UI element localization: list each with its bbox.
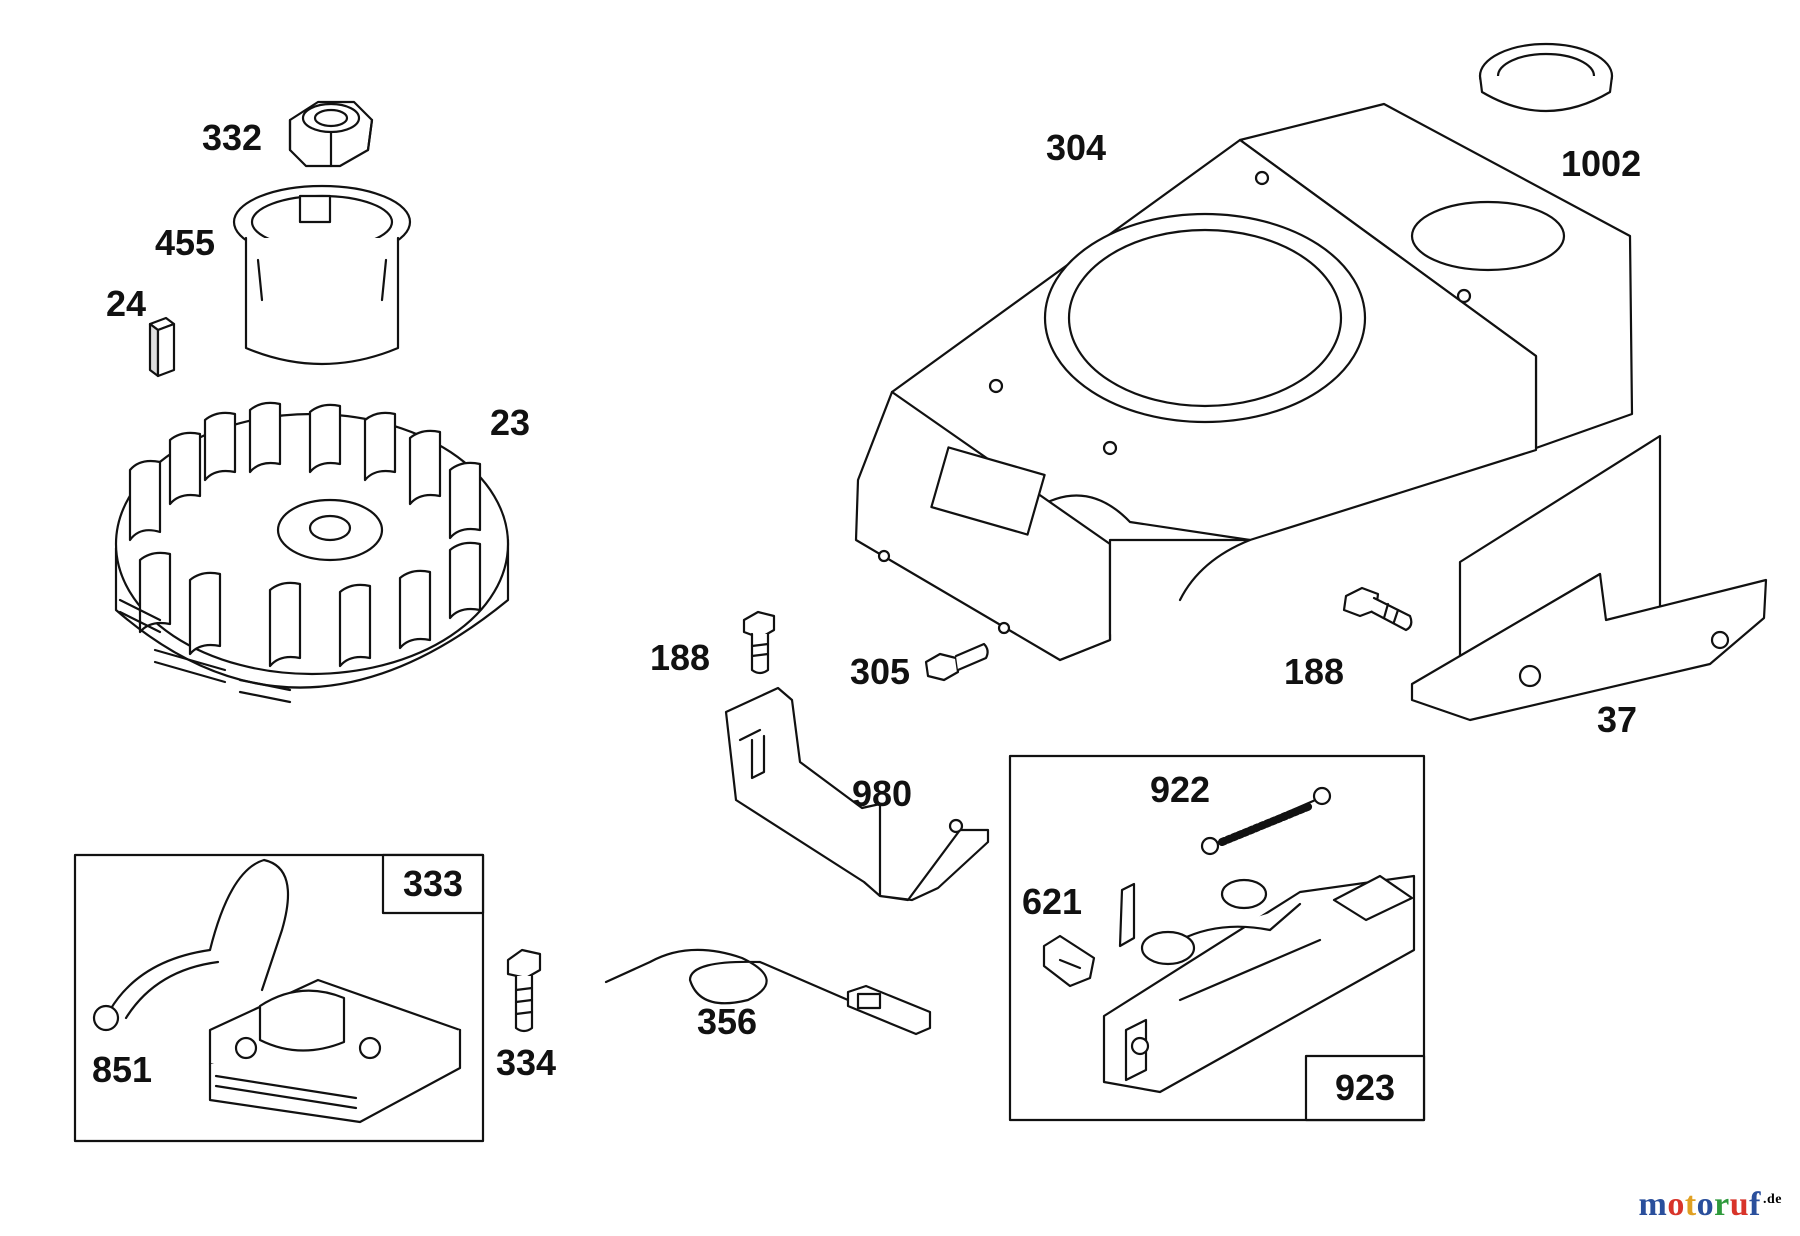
- label-1002: 1002: [1561, 143, 1642, 184]
- watermark-letter: f: [1749, 1186, 1761, 1223]
- label-333: 333: [402, 863, 464, 904]
- label-334: 334: [496, 1042, 557, 1083]
- flywheel-key-24: [148, 316, 176, 378]
- label-23: 23: [490, 402, 531, 443]
- label-851: 851: [92, 1049, 153, 1090]
- watermark-letter: m: [1638, 1186, 1668, 1223]
- starter-cup-455: [232, 184, 412, 366]
- clip-621: [1042, 934, 1096, 988]
- label-923: 923: [1334, 1067, 1396, 1108]
- watermark-letter: o: [1667, 1186, 1685, 1223]
- bracket-37: [1410, 434, 1768, 722]
- label-980: 980: [852, 773, 913, 814]
- bolt-188-left: [742, 610, 776, 675]
- bolt-188-right: [1342, 586, 1413, 632]
- label-304: 304: [1046, 127, 1107, 168]
- label-621: 621: [1022, 881, 1083, 922]
- bracket-980: [724, 686, 990, 902]
- label-37: 37: [1597, 699, 1638, 740]
- label-922: 922: [1150, 769, 1211, 810]
- label-305: 305: [850, 651, 911, 692]
- label-356: 356: [697, 1001, 758, 1042]
- ground-wire-356: [604, 948, 932, 1036]
- hex-nut-332: [288, 100, 374, 168]
- watermark-logo: motoruf.de: [1639, 1186, 1783, 1224]
- governor-box-923: [1008, 754, 1426, 1122]
- watermark-letter: u: [1729, 1186, 1750, 1223]
- watermark-letter: o: [1696, 1186, 1715, 1223]
- watermark-letter: t: [1684, 1186, 1697, 1223]
- watermark-suffix: .de: [1763, 1191, 1782, 1207]
- flywheel-23: [114, 401, 510, 704]
- label-188-left: 188: [650, 637, 711, 678]
- bolt-334: [506, 948, 542, 1033]
- screw-305: [924, 642, 989, 682]
- label-332: 332: [202, 117, 263, 158]
- grommet-1002: [1478, 42, 1614, 113]
- label-455: 455: [155, 222, 216, 263]
- armature-box-333: [73, 853, 485, 1143]
- blower-housing-304: [854, 102, 1634, 662]
- label-24: 24: [106, 283, 147, 324]
- watermark-letter: r: [1714, 1186, 1730, 1223]
- spring-922: [1200, 786, 1332, 856]
- label-188-right: 188: [1284, 651, 1345, 692]
